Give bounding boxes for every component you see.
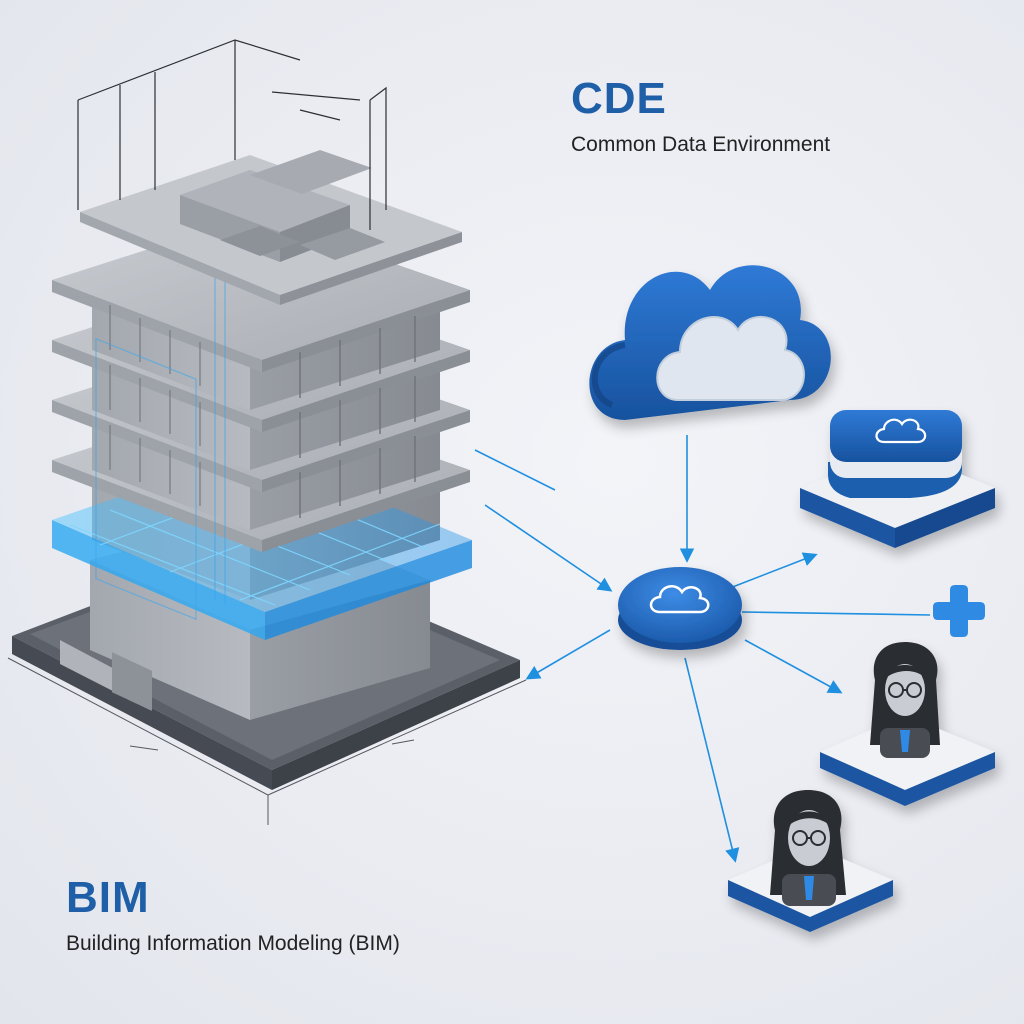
arrow-hub-to-building: [525, 629, 611, 680]
connection-arrows: [474, 435, 931, 863]
arrow-hub-to-add: [741, 611, 931, 616]
storage-node[interactable]: [800, 410, 995, 548]
person-icon: [770, 790, 846, 906]
roof: [80, 150, 462, 305]
arrow-hub-to-user-1: [744, 639, 843, 694]
bim-subtitle: Building Information Modeling (BIM): [66, 932, 400, 955]
arrow-building-to-hub-lower: [484, 504, 613, 592]
storage-cloud-icon: [875, 418, 927, 444]
plus-icon: [933, 585, 985, 637]
user-node-2[interactable]: [728, 790, 893, 932]
wireframe-lines: [77, 39, 387, 230]
cde-title: CDE: [571, 74, 667, 123]
arrow-hub-to-user-2: [684, 657, 740, 863]
central-hub[interactable]: [618, 567, 742, 650]
bim-title: BIM: [66, 873, 150, 922]
hub-cloud-icon: [649, 585, 710, 614]
arrow-hub-to-storage: [729, 552, 818, 589]
arrow-building-to-hub: [474, 449, 556, 491]
user-node-1[interactable]: [820, 642, 995, 806]
cloud-inner-icon: [656, 315, 805, 401]
cde-subtitle: Common Data Environment: [571, 133, 831, 156]
building-model: [7, 39, 527, 825]
dimension-lines: [7, 657, 527, 825]
cloud-node[interactable]: [589, 265, 831, 420]
person-icon: [870, 642, 940, 758]
add-node[interactable]: [933, 585, 985, 637]
